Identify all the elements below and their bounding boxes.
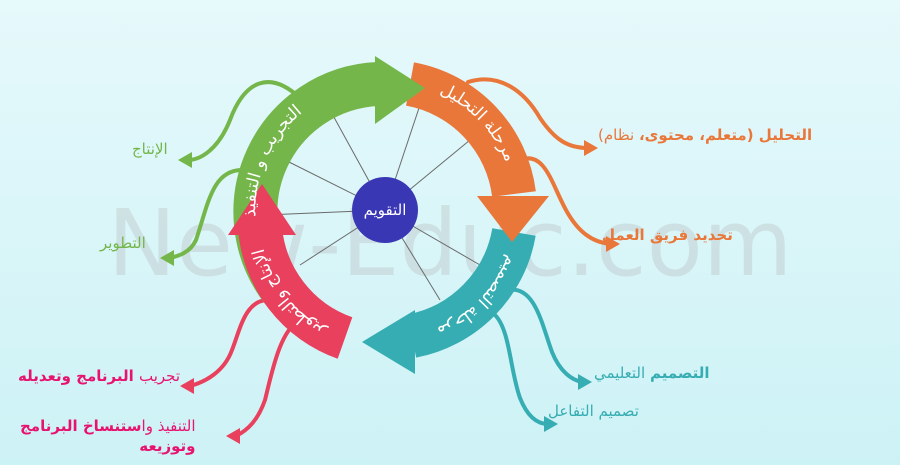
production-branch-curve [234,318,302,438]
production-branches [188,298,302,438]
arrowhead-icon [226,428,240,444]
trial-branch-curve [186,80,302,162]
design-branch-curve [493,313,550,426]
production-arrowhead-icon [228,184,296,235]
analysis-branch-label-1: التحليل (متعلم، محتوى، نظام) [598,126,813,144]
analysis-arrowhead-icon [477,196,549,242]
arrowhead-icon [160,250,174,266]
design-branches [493,287,584,426]
design-branch-label-1: التصميم التعليمي [594,364,710,382]
trial-arrowhead-icon [375,56,425,124]
arrowhead-icon [180,378,194,394]
production-branch-curve [188,298,270,388]
cycle-segment-production [238,225,353,359]
analysis-branches [466,77,612,246]
arrowhead-icon [606,236,620,252]
analysis-branch-curve [466,77,590,150]
cycle-segment-analysis [405,62,536,198]
design-arrowhead-icon [362,310,415,374]
production-branch-label-2: التنفيذ واستنساخ البرنامج وتوزيعه [20,417,196,455]
trial-branches [168,80,302,260]
arrowhead-icon [578,374,592,390]
design-branch-curve [506,287,584,384]
arrowhead-icon [584,140,598,156]
analysis-branch-curve [518,156,612,246]
trial-branch-label-1: الإنتاج [132,140,168,158]
trial-branch-curve [168,168,244,260]
design-branch-label-2: تصميم التفاعل [548,402,639,420]
analysis-branch-label-2: تحديد فريق العمل [602,226,733,244]
arrowhead-icon [544,416,558,432]
center-circle [352,177,418,243]
arrowhead-icon [178,152,192,168]
production-branch-label-1: تجريب البرنامج وتعديله [18,367,181,385]
trial-branch-label-2: التطوير [100,234,146,252]
watermark: New-Educ.com [107,190,792,297]
branch-arrowheads [160,140,620,444]
cycle-segment-design [407,227,536,358]
center-label: التقويم [364,201,407,219]
